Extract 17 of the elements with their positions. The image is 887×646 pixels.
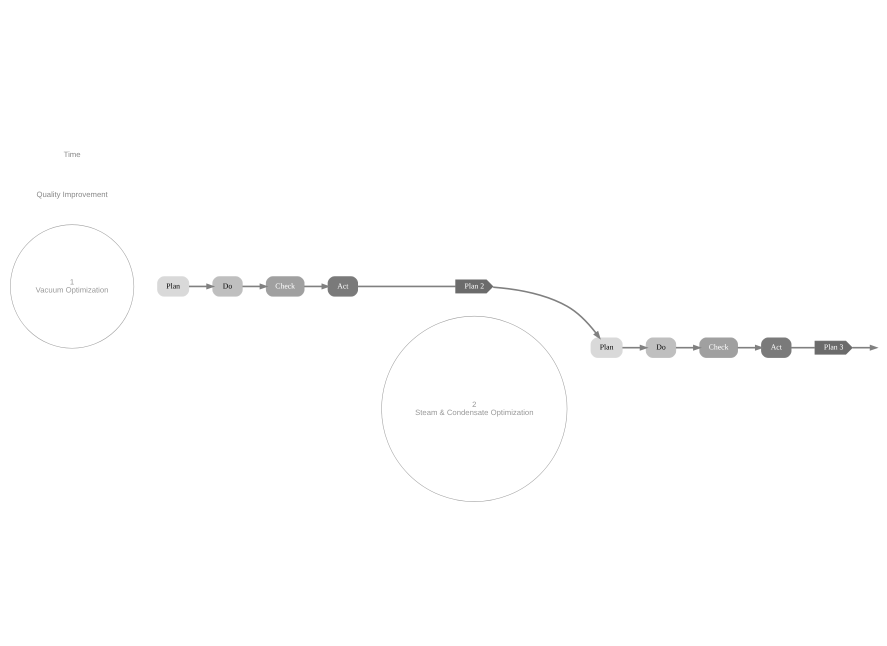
arrow — [493, 286, 601, 340]
connector — [791, 346, 815, 348]
node-box: Do — [212, 276, 243, 296]
arrow — [242, 282, 268, 290]
arrow — [189, 282, 216, 290]
node-box: Plan — [157, 276, 190, 296]
arrow — [676, 344, 702, 350]
node-box: Check — [699, 337, 738, 358]
arrow — [304, 282, 330, 290]
node-box: Act — [328, 276, 358, 296]
arrow — [738, 344, 764, 350]
node-box: Check — [266, 276, 304, 296]
node-box: Plan — [590, 337, 623, 358]
node-box: Do — [646, 337, 676, 358]
connector — [358, 285, 456, 287]
node-box: Act — [761, 337, 792, 358]
arrow — [622, 344, 649, 350]
